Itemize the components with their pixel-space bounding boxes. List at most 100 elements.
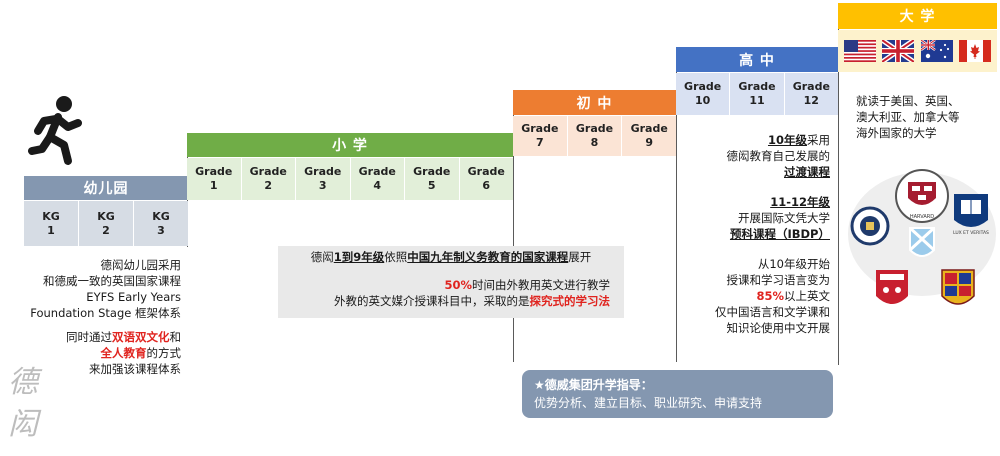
grade-number: 3: [318, 179, 327, 192]
columbia-crest-icon: [908, 226, 936, 257]
highlight-grades: 1到9年级: [333, 250, 385, 264]
text-line: 澳大利亚、加拿大等: [856, 110, 960, 124]
highlight-percentage: 50%: [444, 278, 472, 292]
royal-crest-icon: [941, 269, 975, 305]
text-run: 采用: [807, 133, 830, 147]
text-line: 德闳1到9年级依照中国九年制义务教育的国家课程展开: [278, 249, 624, 265]
grade-label: KG: [97, 209, 115, 223]
yale-crest-label: LUX ET VERITAS: [953, 230, 989, 236]
kindergarten-description: 德闳幼儿园采用 和德威一致的英国国家课程 EYFS Early Years Fo…: [5, 257, 181, 377]
text-run: 时间由外教用英文进行教学: [472, 278, 610, 292]
text-line: 从10年级开始: [757, 257, 830, 271]
highlight-percentage: 85%: [756, 289, 784, 303]
harvard-crest-label: HARVARD: [910, 214, 934, 220]
text-line: 10年级采用: [680, 132, 830, 148]
text-line: 德闳幼儿园采用: [100, 258, 182, 272]
stage-high-header: 高 中: [676, 47, 838, 72]
grade-number: 8: [590, 136, 599, 149]
text-line: 50%时间由外教用英文进行教学: [278, 277, 624, 293]
stage-kindergarten-header: 幼儿园: [24, 176, 188, 200]
grade-label: Grade: [358, 165, 396, 178]
university-crests: HARVARD LUX ET VERITAS: [846, 162, 998, 322]
divider-line: [838, 3, 839, 365]
grade-number: 2: [264, 179, 273, 192]
text-line: 知识论使用中文开展: [726, 321, 831, 335]
text-line: 德闳教育自己发展的: [726, 149, 831, 163]
uk-flag-icon: [882, 40, 915, 62]
grade-number: 9: [645, 136, 653, 149]
grade-number: 6: [482, 179, 491, 192]
compulsory-curriculum-box: 德闳1到9年级依照中国九年制义务教育的国家课程展开 50%时间由外教用英文进行教…: [278, 246, 624, 318]
stage-middle-header: 初 中: [513, 90, 676, 115]
text-line: 授课和学习语言变为: [726, 273, 831, 287]
grade-number: 1: [47, 223, 55, 237]
watermark-char: 闳: [8, 407, 38, 442]
grade-label: Grade: [467, 165, 505, 178]
grade-label: KG: [42, 209, 60, 223]
stage-primary-title: 小 学: [332, 138, 368, 154]
grade-number: 11: [749, 94, 765, 107]
grade-label: Grade: [792, 80, 830, 93]
us-flag-icon: [844, 40, 877, 62]
text-run: 外教的英文媒介授课科目中，采取的是: [334, 294, 530, 308]
harvard-crest-icon: HARVARD: [895, 169, 949, 223]
university-description: 就读于美国、英国、 澳大利亚、加拿大等 海外国家的大学: [856, 93, 996, 141]
yale-crest-icon: LUX ET VERITAS: [953, 194, 989, 236]
text-run: 展开: [568, 250, 592, 264]
divider-line: [676, 48, 677, 362]
text-run: 的方式: [146, 346, 182, 360]
text-line: 开展国际文凭大学: [738, 211, 830, 225]
stage-university-header: 大 学: [838, 3, 997, 29]
high-school-description: 10年级采用 德闳教育自己发展的 过渡课程 11-12年级 开展国际文凭大学 预…: [680, 132, 830, 336]
australia-flag-icon: [920, 40, 953, 62]
cambridge-crest-icon: [876, 270, 908, 304]
canada-flag-icon: [958, 40, 991, 62]
grade-label: Grade: [249, 165, 287, 178]
grade-number: 12: [803, 94, 819, 107]
grade-label: Grade: [413, 165, 451, 178]
grade-cell: KG 3: [134, 201, 188, 246]
highlight-grade10: 10年级: [767, 133, 807, 147]
grade-cell: KG 1: [24, 201, 79, 246]
grade-label: Grade: [521, 122, 559, 135]
grade-label: Grade: [195, 165, 233, 178]
guidance-box: ★德威集团升学指导： 优势分析、建立目标、职业研究、申请支持: [522, 370, 833, 418]
grade-number: 10: [695, 94, 711, 107]
highlight-transition-course: 过渡课程: [784, 165, 830, 179]
text-run: 以上英文: [784, 289, 830, 303]
grade-cell: KG 2: [79, 201, 134, 246]
highlight-bilingual: 双语双文化: [112, 330, 170, 344]
highlight-inquiry: 探究式的学习法: [529, 294, 611, 308]
grade-label: KG: [152, 209, 170, 223]
stage-kindergarten-title: 幼儿园: [83, 181, 129, 197]
grade-number: 5: [427, 179, 436, 192]
text-line: 就读于美国、英国、: [856, 94, 960, 108]
text-line: Foundation Stage 框架体系: [30, 306, 181, 320]
watermark: 德 闳: [8, 362, 48, 446]
text-run: 同时通过: [66, 330, 112, 344]
text-line: 仅中国语言和文学课和: [715, 305, 830, 319]
stage-middle-title: 初 中: [576, 95, 613, 112]
text-line: EYFS Early Years: [86, 290, 181, 304]
grade-label: Grade: [684, 80, 722, 93]
text-run: 德闳: [310, 250, 334, 264]
text-line: 85%以上英文: [680, 288, 830, 304]
highlight-national-curriculum: 中国九年制义务教育的国家课程: [407, 250, 569, 264]
university-seal-icon: [850, 206, 890, 246]
text-line: 外教的英文媒介授课科目中，采取的是探究式的学习法: [278, 293, 624, 309]
grade-number: 2: [102, 223, 110, 237]
grade-label: Grade: [630, 122, 668, 135]
stage-primary-header: 小 学: [187, 133, 513, 157]
text-line: 海外国家的大学: [856, 126, 937, 140]
guidance-title: ★德威集团升学指导：: [534, 378, 653, 392]
